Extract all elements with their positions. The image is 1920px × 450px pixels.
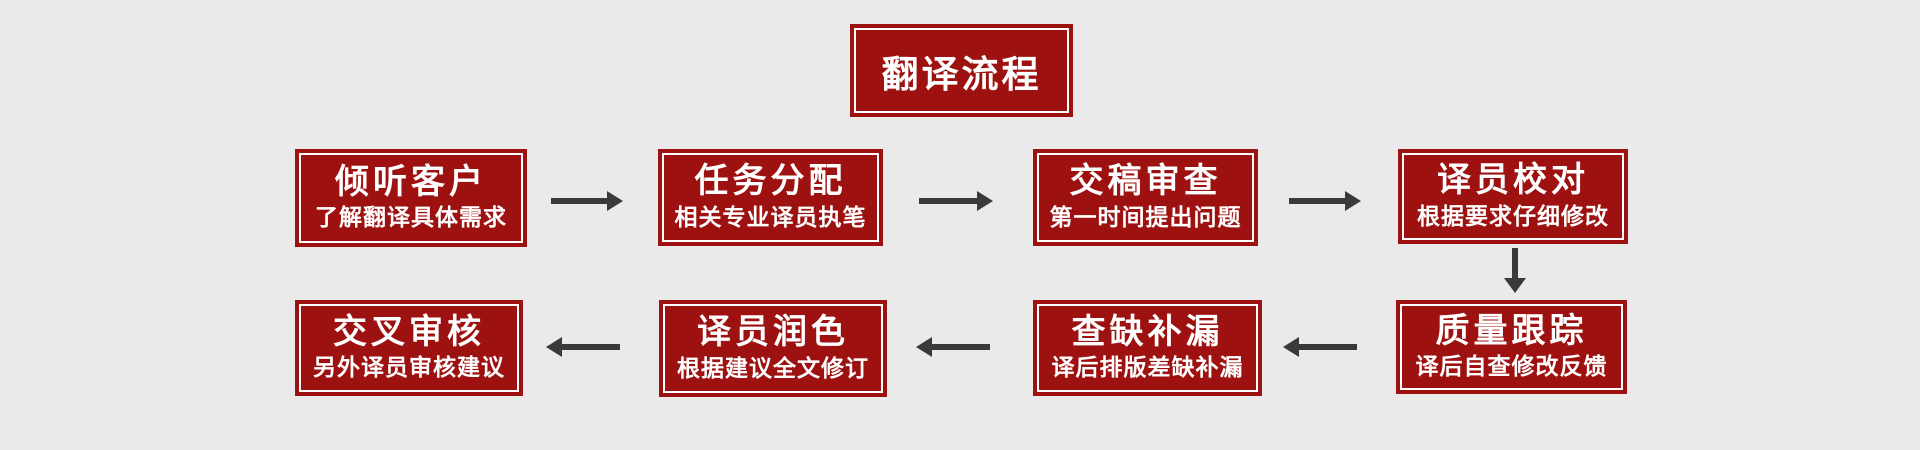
step-subtitle: 第一时间提出问题 (1049, 204, 1242, 231)
step-box-task-assignment: 任务分配 相关专业译员执笔 (658, 149, 883, 246)
step-box-cross-review: 交叉审核 另外译员审核建议 (295, 300, 523, 396)
step-subtitle: 根据建议全文修订 (677, 355, 869, 382)
arrow-left-icon (1283, 337, 1357, 357)
step-box-polish: 译员润色 根据建议全文修订 (659, 300, 887, 397)
step-title: 任务分配 (694, 161, 847, 202)
step-title: 译员校对 (1437, 160, 1589, 201)
step-subtitle: 相关专业译员执笔 (674, 204, 867, 231)
step-box-draft-review: 交稿审查 第一时间提出问题 (1033, 149, 1258, 246)
step-box-listen-customer: 倾听客户 了解翻译具体需求 (295, 149, 527, 247)
arrow-right-icon (551, 191, 623, 211)
step-subtitle: 译后自查修改反馈 (1415, 354, 1608, 381)
step-subtitle: 译后排版差缺补漏 (1051, 355, 1244, 382)
step-title: 质量跟踪 (1435, 310, 1588, 351)
step-box-quality-tracking: 质量跟踪 译后自查修改反馈 (1396, 300, 1627, 394)
arrow-left-icon (916, 337, 990, 357)
flow-title-label: 翻译流程 (881, 52, 1042, 96)
step-title: 倾听客户 (335, 161, 487, 202)
step-title: 译员润色 (697, 312, 849, 353)
flow-title-box: 翻译流程 (850, 24, 1073, 117)
arrow-right-icon (1289, 191, 1361, 211)
arrow-left-icon (546, 337, 620, 357)
arrow-down-icon (1504, 248, 1526, 293)
step-subtitle: 根据要求仔细修改 (1417, 203, 1609, 230)
step-subtitle: 另外译员审核建议 (313, 355, 505, 382)
arrow-right-icon (919, 191, 993, 211)
step-box-gap-filling: 查缺补漏 译后排版差缺补漏 (1033, 300, 1262, 396)
step-title: 交叉审核 (333, 311, 485, 352)
step-subtitle: 了解翻译具体需求 (315, 205, 507, 232)
step-title: 交稿审查 (1069, 161, 1222, 202)
step-title: 查缺补漏 (1071, 311, 1224, 352)
step-box-translator-proofread: 译员校对 根据要求仔细修改 (1398, 149, 1628, 244)
